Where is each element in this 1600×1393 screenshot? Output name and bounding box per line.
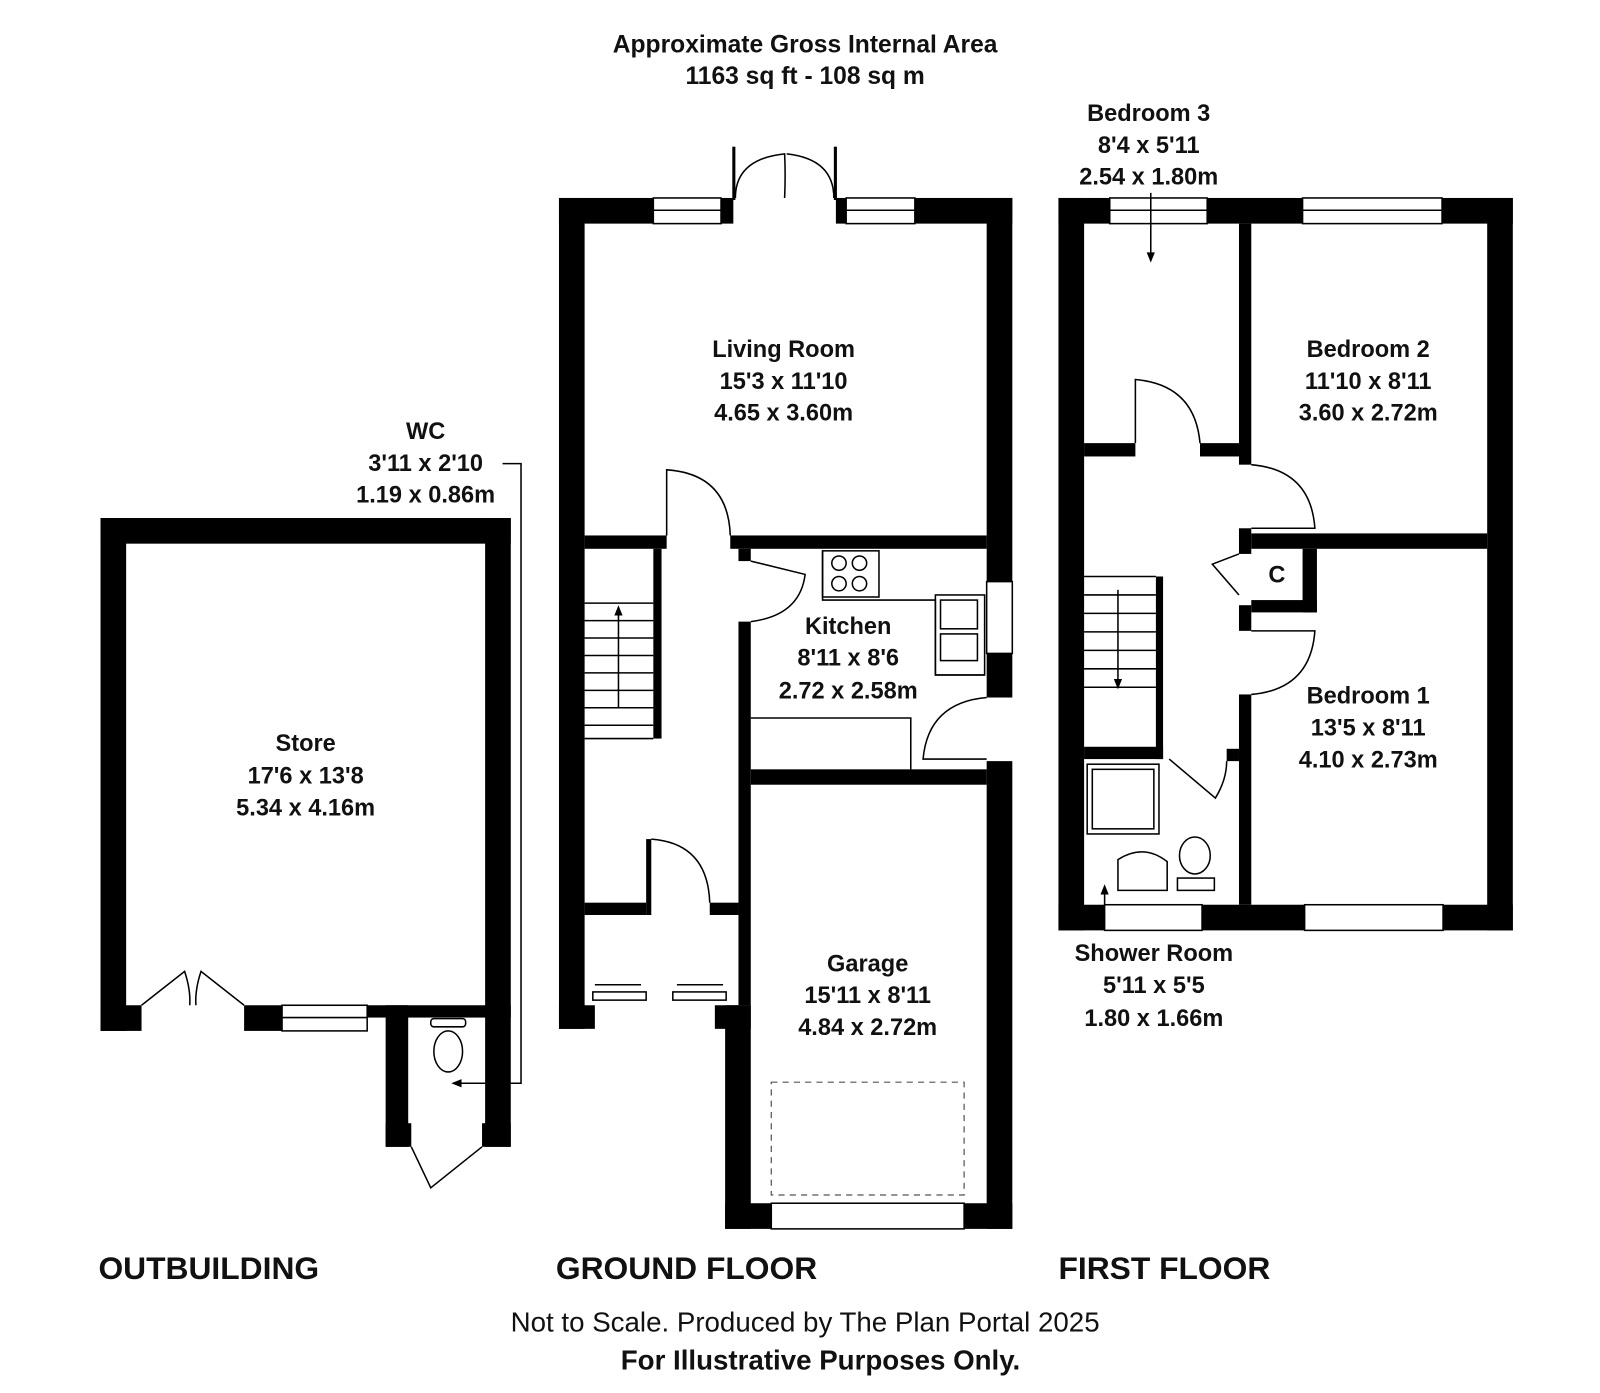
svg-text:17'6 x 13'8: 17'6 x 13'8	[248, 763, 364, 789]
room-label-shower-room: Shower Room 5'11 x 5'5 1.80 x 1.66m	[1075, 940, 1234, 1031]
svg-text:WC: WC	[406, 418, 445, 444]
svg-text:15'11 x 8'11: 15'11 x 8'11	[804, 982, 931, 1008]
svg-text:3.60 x 2.72m: 3.60 x 2.72m	[1299, 400, 1438, 426]
svg-text:4.84 x 2.72m: 4.84 x 2.72m	[798, 1014, 937, 1040]
footer-disclaimer: For Illustrative Purposes Only.	[621, 1344, 1021, 1375]
area-title: Approximate Gross Internal Area	[613, 31, 998, 58]
floor-label-first: FIRST FLOOR	[1058, 1250, 1270, 1286]
svg-text:15'3 x 11'10: 15'3 x 11'10	[720, 368, 848, 394]
room-label-wc: WC 3'11 x 2'10 1.19 x 0.86m	[356, 418, 495, 508]
svg-text:Shower Room: Shower Room	[1075, 940, 1234, 966]
room-label-bedroom-3: Bedroom 3 8'4 x 5'11 2.54 x 1.80m	[1079, 100, 1218, 190]
room-label-kitchen: Kitchen 8'11 x 8'6 2.72 x 2.58m	[779, 613, 918, 704]
floor-label-ground: GROUND FLOOR	[556, 1250, 817, 1286]
svg-text:5'11 x 5'5: 5'11 x 5'5	[1103, 972, 1205, 998]
svg-text:13'5 x 8'11: 13'5 x 8'11	[1311, 714, 1426, 740]
svg-text:Garage: Garage	[827, 950, 908, 976]
svg-text:Kitchen: Kitchen	[805, 613, 891, 639]
footer-note: Not to Scale. Produced by The Plan Porta…	[511, 1306, 1100, 1337]
room-label-cupboard: C	[1268, 562, 1285, 588]
svg-text:Store: Store	[276, 730, 336, 756]
svg-text:2.54 x 1.80m: 2.54 x 1.80m	[1079, 164, 1218, 190]
svg-text:Bedroom 3: Bedroom 3	[1087, 100, 1210, 126]
floor-label-outbuilding: OUTBUILDING	[98, 1250, 319, 1286]
ground-floor-plan	[558, 146, 1014, 1230]
svg-text:4.65 x 3.60m: 4.65 x 3.60m	[714, 400, 853, 426]
svg-text:2.72 x 2.58m: 2.72 x 2.58m	[779, 678, 918, 704]
svg-text:Bedroom 2: Bedroom 2	[1307, 336, 1430, 362]
svg-text:8'4 x 5'11: 8'4 x 5'11	[1098, 132, 1200, 158]
room-label-bedroom-2: Bedroom 2 11'10 x 8'11 3.60 x 2.72m	[1299, 336, 1438, 426]
svg-text:11'10 x 8'11: 11'10 x 8'11	[1305, 368, 1432, 394]
area-value: 1163 sq ft - 108 sq m	[685, 63, 924, 90]
svg-text:8'11 x 8'6: 8'11 x 8'6	[797, 645, 899, 671]
room-label-garage: Garage 15'11 x 8'11 4.84 x 2.72m	[798, 950, 937, 1040]
svg-text:5.34 x 4.16m: 5.34 x 4.16m	[236, 794, 375, 820]
room-label-living-room: Living Room 15'3 x 11'10 4.65 x 3.60m	[712, 336, 855, 426]
svg-text:1.19 x 0.86m: 1.19 x 0.86m	[356, 482, 495, 508]
svg-text:3'11 x 2'10: 3'11 x 2'10	[368, 450, 483, 476]
svg-text:Living Room: Living Room	[712, 336, 855, 362]
outbuilding-plan	[100, 462, 522, 1190]
room-label-bedroom-1: Bedroom 1 13'5 x 8'11 4.10 x 2.73m	[1299, 683, 1438, 773]
svg-text:4.10 x 2.73m: 4.10 x 2.73m	[1299, 746, 1438, 772]
room-label-store: Store 17'6 x 13'8 5.34 x 4.16m	[236, 730, 375, 821]
svg-text:1.80 x 1.66m: 1.80 x 1.66m	[1084, 1005, 1223, 1031]
first-floor-plan	[1058, 192, 1513, 932]
svg-text:Bedroom 1: Bedroom 1	[1307, 683, 1430, 709]
